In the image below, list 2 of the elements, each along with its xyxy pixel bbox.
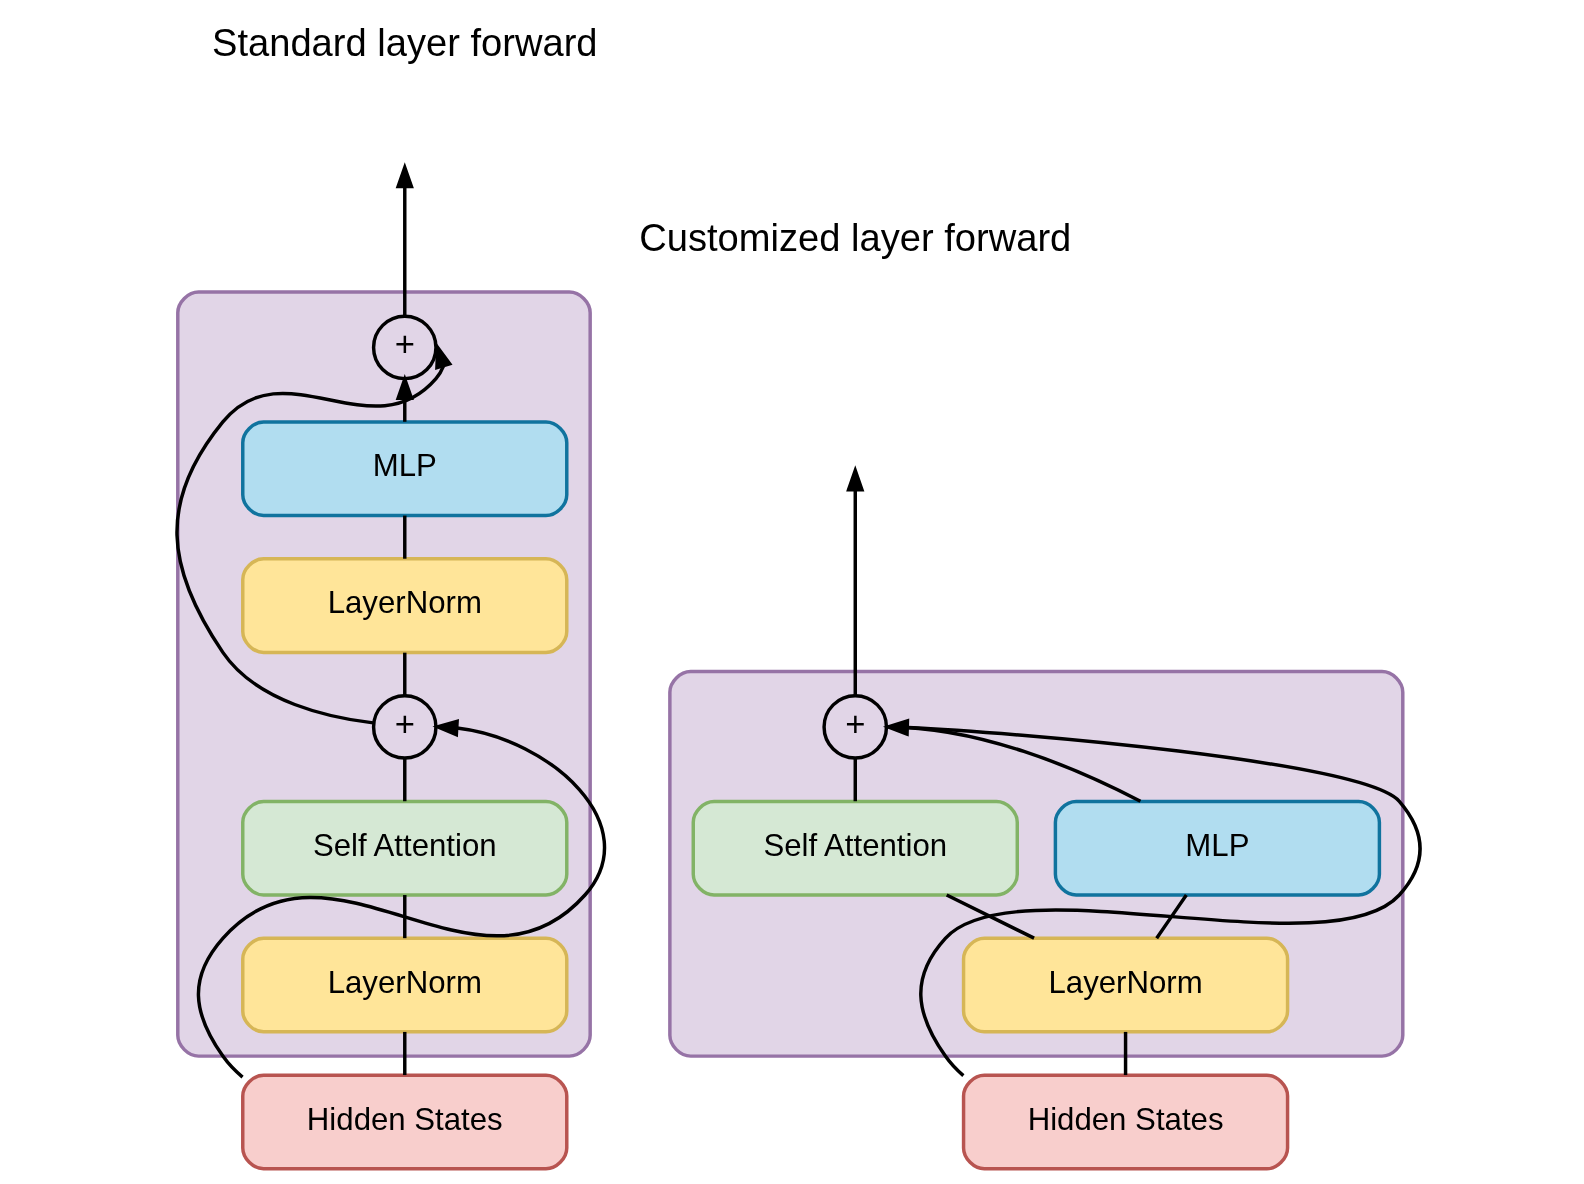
label: Standard layer forward	[212, 22, 598, 65]
label: Customized layer forward	[639, 217, 1072, 260]
